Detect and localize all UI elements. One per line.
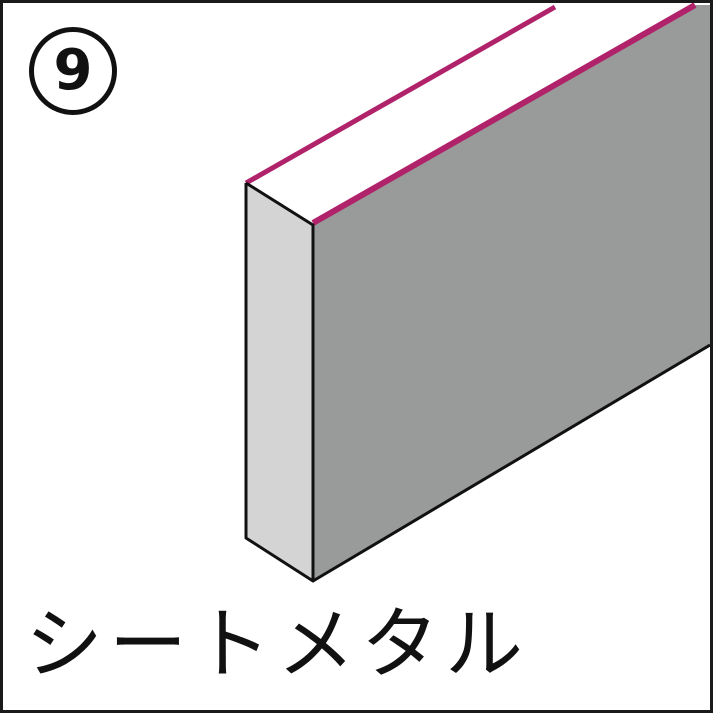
front-face	[313, 5, 710, 581]
bottom-edge	[312, 343, 710, 583]
caption-label: シートメタル	[25, 600, 530, 690]
end-face	[246, 183, 313, 581]
top-back-accent-edge	[244, 4, 557, 186]
badge-number: 9	[53, 38, 93, 103]
sheet-metal-bar-icon	[244, 3, 710, 583]
circled-number-badge: 9	[29, 27, 117, 115]
top-front-accent-edge	[311, 3, 697, 226]
top-face	[246, 3, 710, 225]
